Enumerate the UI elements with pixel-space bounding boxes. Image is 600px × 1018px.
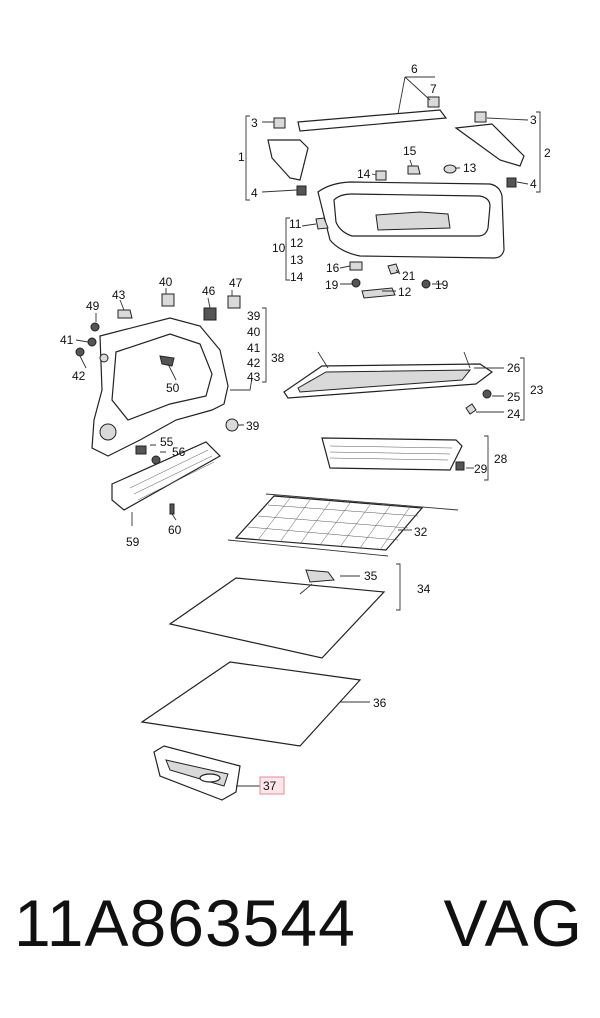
callout-40-list: 40 (247, 325, 261, 339)
cargo-net-group (227, 493, 459, 557)
part-number: 11A863544 (14, 886, 356, 960)
footer: 11A863544 VAG (0, 885, 600, 995)
highlight-box-37 (259, 776, 285, 795)
callout-21: 21 (402, 269, 416, 283)
parcel-shelf-group (283, 351, 525, 421)
callout-29: 29 (474, 462, 488, 476)
luggage-cover-group (321, 435, 489, 481)
callout-4-right: 4 (530, 177, 537, 191)
callout-39-right: 39 (246, 419, 260, 433)
callout-26: 26 (507, 361, 521, 375)
callout-2: 2 (544, 146, 551, 160)
tailgate-trim-group (245, 76, 541, 299)
callout-1: 1 (238, 150, 245, 164)
callout-labels: 6 7 3 3 1 2 4 4 14 15 13 11 10 12 13 14 … (60, 62, 551, 793)
callout-13-top: 13 (463, 161, 477, 175)
callout-37: 37 (263, 779, 277, 793)
callout-4-left: 4 (251, 186, 258, 200)
parts-exploded-diagram: 6 7 3 3 1 2 4 4 14 15 13 11 10 12 13 14 … (60, 62, 551, 801)
callout-25: 25 (507, 390, 521, 404)
callout-23: 23 (530, 383, 544, 397)
storage-tray-group (153, 745, 285, 801)
callout-55: 55 (160, 435, 174, 449)
callout-50: 50 (166, 381, 180, 395)
callout-3-left: 3 (251, 116, 258, 130)
callout-15: 15 (403, 144, 417, 158)
callout-13-list: 13 (290, 253, 304, 267)
floor-panel-group (140, 661, 370, 747)
callout-36: 36 (373, 696, 387, 710)
callout-42-list: 42 (247, 356, 261, 370)
callout-19-right: 19 (435, 278, 449, 292)
floor-covering-group (168, 563, 401, 659)
callout-12-bottom: 12 (398, 285, 412, 299)
callout-47: 47 (229, 276, 243, 290)
callout-40-top: 40 (159, 275, 173, 289)
callout-35: 35 (364, 569, 378, 583)
callout-32: 32 (414, 525, 428, 539)
callout-41-list: 41 (247, 341, 261, 355)
callout-7: 7 (430, 82, 437, 96)
callout-6: 6 (411, 62, 418, 76)
callout-11: 11 (289, 217, 302, 231)
callout-28: 28 (494, 452, 508, 466)
brand-name: VAG (443, 886, 584, 960)
side-trim-group (75, 288, 267, 526)
callout-49: 49 (86, 299, 100, 313)
callout-39-list: 39 (247, 309, 261, 323)
callout-56: 56 (172, 445, 186, 459)
callout-43-list: 43 (247, 370, 261, 384)
callout-42-left: 42 (72, 369, 86, 383)
callout-10: 10 (272, 241, 286, 255)
callout-3-right: 3 (530, 113, 537, 127)
callout-14-list: 14 (290, 270, 304, 284)
callout-38: 38 (271, 351, 285, 365)
callout-12-list: 12 (290, 236, 304, 250)
callout-60: 60 (168, 523, 182, 537)
callout-59: 59 (126, 535, 140, 549)
callout-41-left: 41 (60, 333, 74, 347)
callout-43-top: 43 (112, 288, 126, 302)
callout-24: 24 (507, 407, 521, 421)
callout-34: 34 (417, 582, 431, 596)
callout-16: 16 (326, 261, 340, 275)
callout-46: 46 (202, 284, 216, 298)
callout-19-left: 19 (325, 278, 339, 292)
callout-14-top: 14 (357, 167, 371, 181)
